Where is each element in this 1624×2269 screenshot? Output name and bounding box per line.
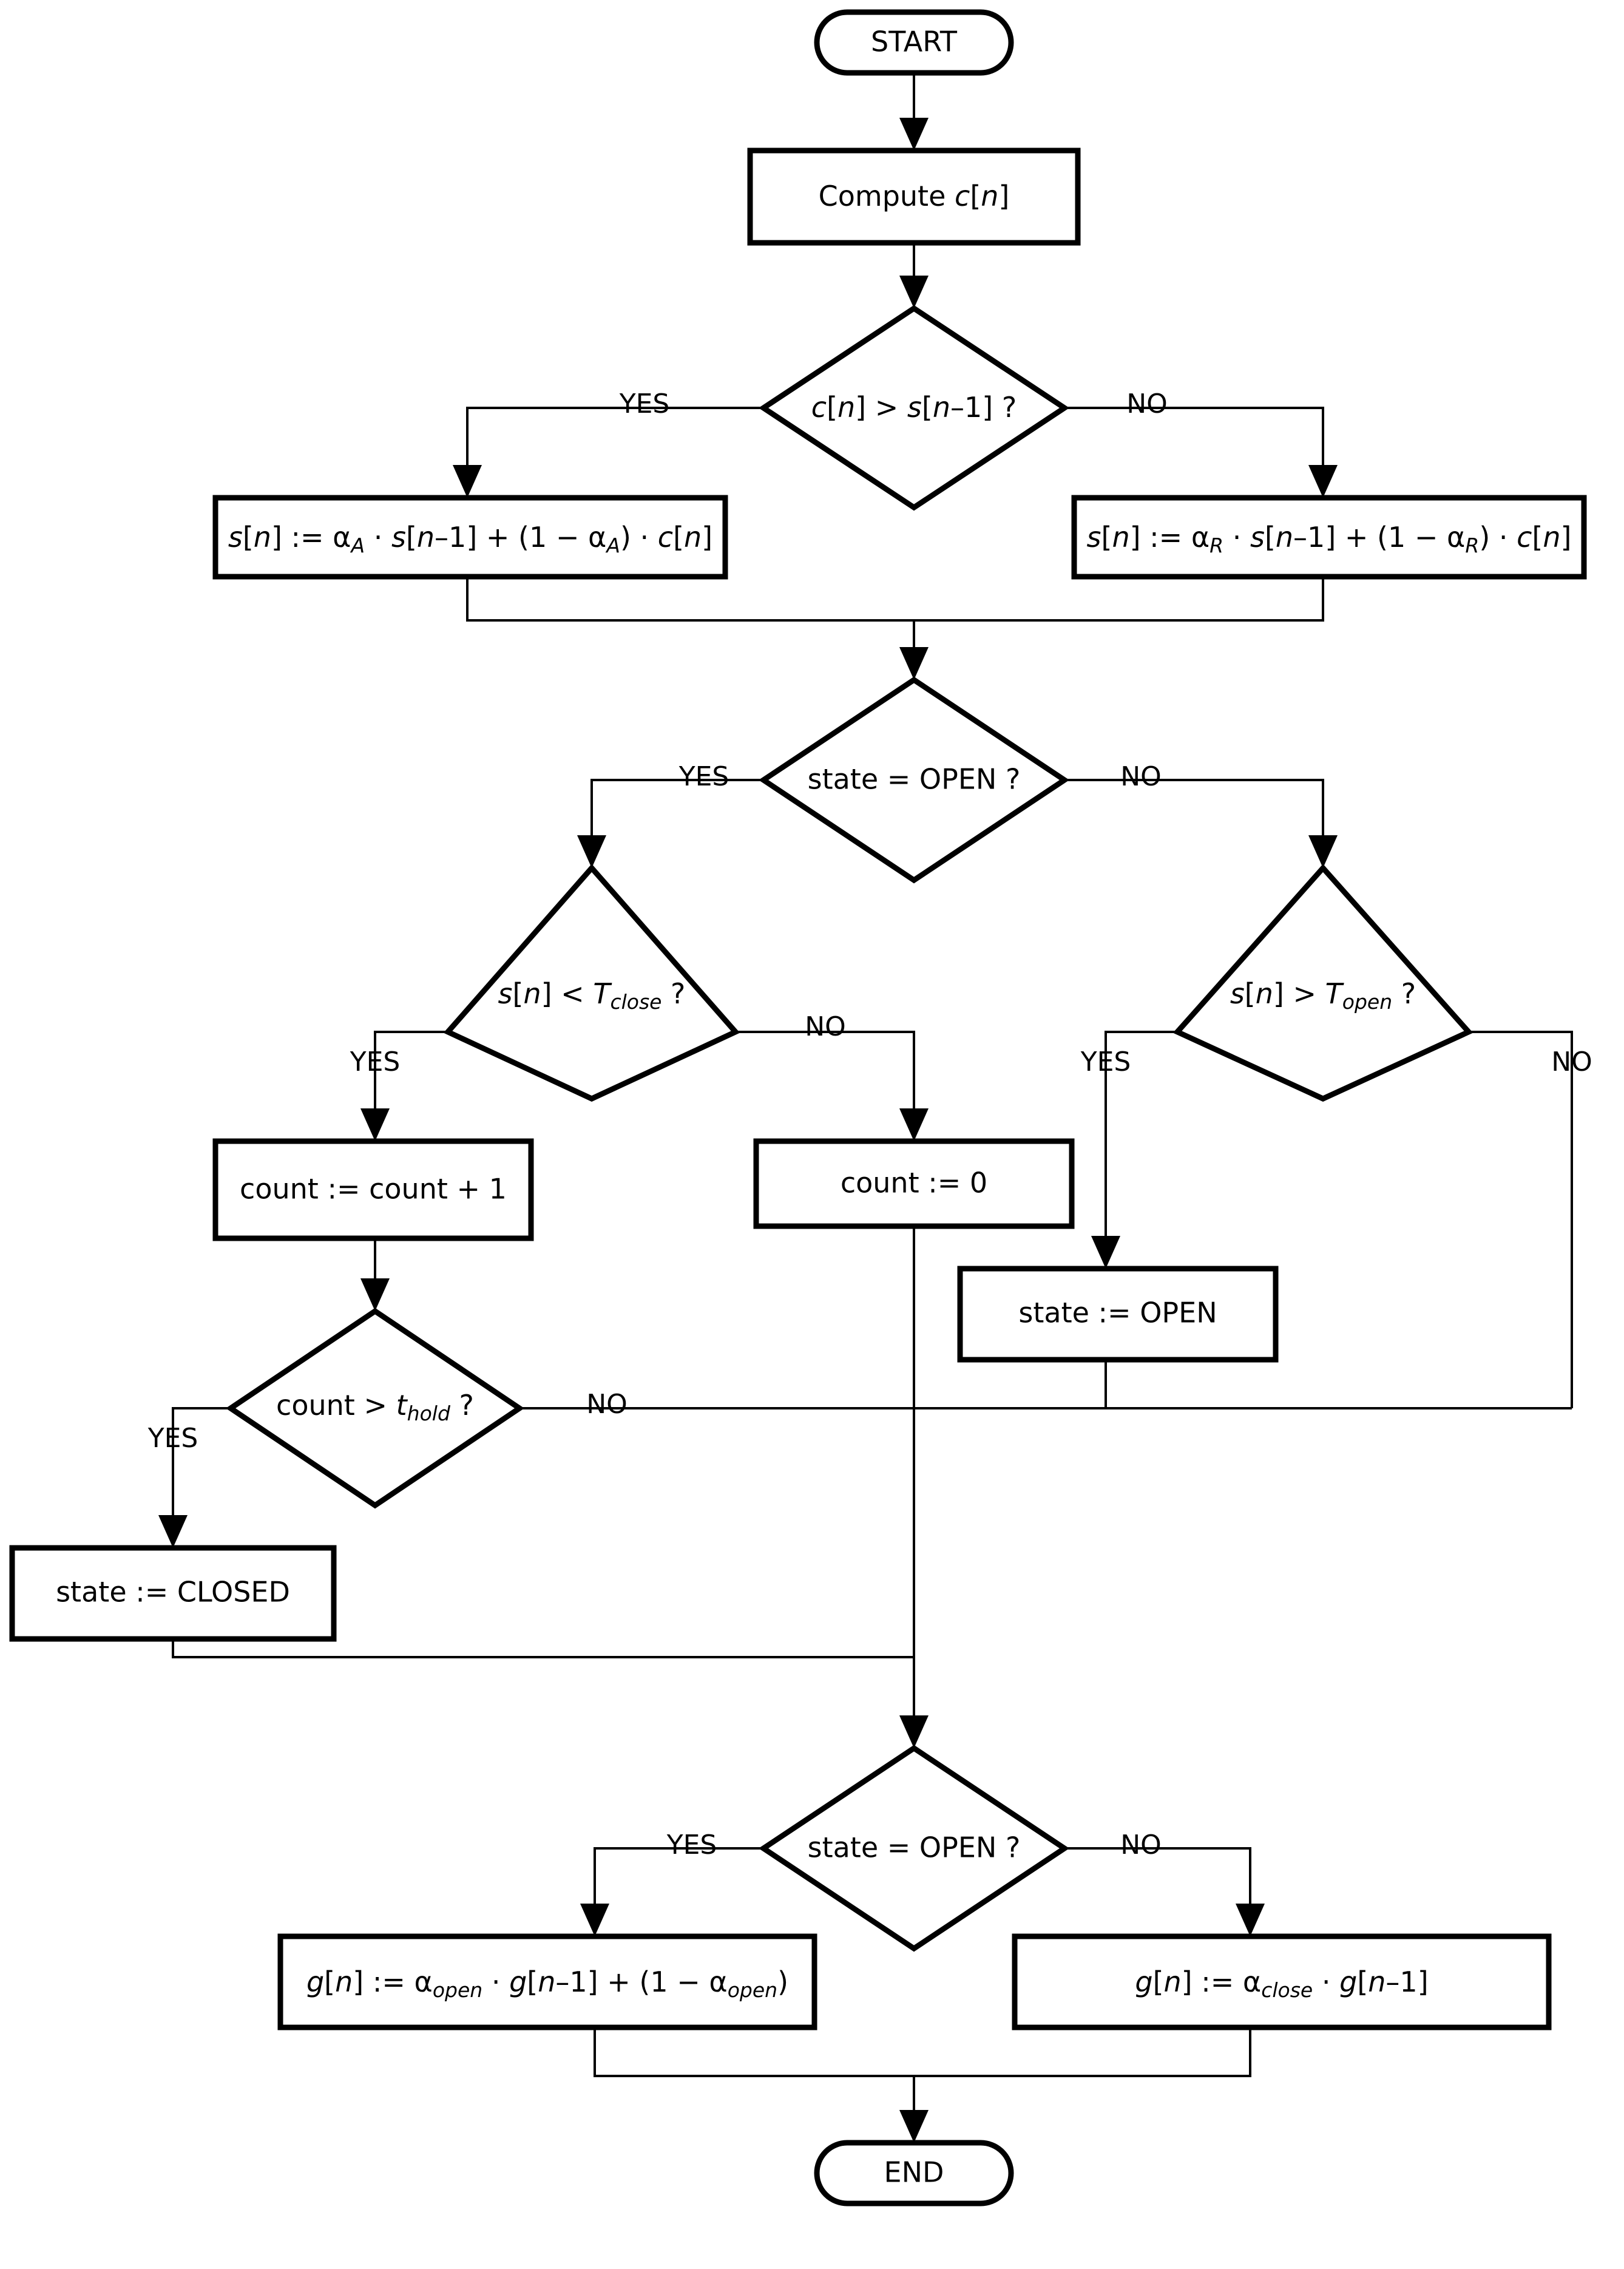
dec-state-open-2-label: state = OPEN ?	[808, 1831, 1021, 1864]
attack-update-shape	[212, 495, 728, 580]
edge-label-yes-5: YES	[147, 1423, 198, 1454]
edge-label-yes-2: YES	[678, 761, 729, 792]
attack-update-label: s[n] := αA · s[n–1] + (1 − αA) · c[n]	[228, 521, 712, 557]
dec-count-gt-thold-shape	[225, 1307, 525, 1509]
node-attack-update[interactable]: s[n] := αA · s[n–1] + (1 − αA) · c[n]	[212, 495, 728, 580]
start-label: START	[871, 25, 958, 58]
node-gain-close[interactable]: g[n] := αclose · g[n–1]	[1012, 1933, 1552, 2030]
count-reset-shape	[753, 1138, 1075, 1229]
node-state-open[interactable]: state := OPEN	[957, 1266, 1279, 1363]
state-closed-shape	[9, 1545, 337, 1642]
edge-label-yes-1: YES	[619, 388, 670, 419]
edge-label-no-4: NO	[1551, 1046, 1592, 1077]
dec-state-open-1-shape	[758, 676, 1070, 884]
gain-open-shape	[277, 1933, 817, 2030]
count-inc-label: count := count + 1	[240, 1173, 507, 1206]
node-dec-state-open-2[interactable]: state = OPEN ?	[758, 1745, 1070, 1952]
edge-label-no-1: NO	[1126, 388, 1168, 419]
gain-close-label: g[n] := αclose · g[n–1]	[1135, 1965, 1428, 2002]
node-count-reset[interactable]: count := 0	[753, 1138, 1075, 1229]
node-dec-s-lt-tclose[interactable]: s[n] < Tclose ?	[443, 864, 740, 1102]
node-start[interactable]: START	[814, 9, 1014, 76]
node-gain-open[interactable]: g[n] := αopen · g[n–1] + (1 − αopen)	[277, 1933, 817, 2030]
edge-label-no-2: NO	[1120, 761, 1162, 792]
edge-label-no-6: NO	[1120, 1830, 1162, 1860]
node-end[interactable]: END	[814, 2140, 1014, 2206]
dec-s-lt-tclose-shape	[443, 864, 740, 1102]
edge-label-yes-3: YES	[350, 1046, 401, 1077]
state-closed-label: state := CLOSED	[56, 1576, 290, 1609]
node-release-update[interactable]: s[n] := αR · s[n–1] + (1 − αR) · c[n]	[1071, 495, 1587, 580]
node-dec-s-gt-topen[interactable]: s[n] > Topen ?	[1172, 864, 1473, 1102]
dec-s-lt-tclose-label: s[n] < Tclose ?	[498, 977, 686, 1014]
start-terminator-shape	[814, 9, 1014, 76]
gain-open-label: g[n] := αopen · g[n–1] + (1 − αopen)	[306, 1965, 788, 2002]
edge-label-yes-6: YES	[666, 1830, 717, 1860]
end-label: END	[884, 2156, 944, 2189]
release-update-shape	[1071, 495, 1587, 580]
release-update-label: s[n] := αR · s[n–1] + (1 − αR) · c[n]	[1087, 521, 1572, 557]
connectors	[158, 73, 1573, 2143]
dec-state-open-2-shape	[758, 1745, 1070, 1952]
edge-label-no-3: NO	[805, 1011, 846, 1042]
dec-count-gt-thold-label: count > thold ?	[276, 1389, 474, 1425]
gain-close-shape	[1012, 1933, 1552, 2030]
compute-c-label: Compute c[n]	[819, 180, 1010, 212]
end-terminator-shape	[814, 2140, 1014, 2206]
state-open-shape	[957, 1266, 1279, 1363]
dec-s-gt-topen-shape	[1172, 864, 1473, 1102]
state-open-label: state := OPEN	[1018, 1297, 1217, 1329]
compute-c-shape	[747, 148, 1081, 246]
dec-s-gt-topen-label: s[n] > Topen ?	[1230, 977, 1416, 1014]
edge-label-no-5: NO	[586, 1389, 628, 1420]
node-compute-c[interactable]: Compute c[n]	[747, 148, 1081, 246]
node-dec-count-gt-thold[interactable]: count > thold ?	[225, 1307, 525, 1509]
node-dec-c-gt-s[interactable]: c[n] > s[n–1] ?	[758, 305, 1070, 511]
node-count-inc[interactable]: count := count + 1	[212, 1138, 534, 1241]
dec-c-gt-s-label: c[n] > s[n–1] ?	[811, 391, 1017, 424]
dec-state-open-1-label: state = OPEN ?	[808, 763, 1021, 796]
count-reset-label: count := 0	[841, 1167, 987, 1199]
node-state-closed[interactable]: state := CLOSED	[9, 1545, 337, 1642]
node-dec-state-open-1[interactable]: state = OPEN ?	[758, 676, 1070, 884]
count-inc-shape	[212, 1138, 534, 1241]
dec-c-gt-s-shape	[758, 305, 1070, 511]
edge-label-yes-4: YES	[1080, 1046, 1131, 1077]
